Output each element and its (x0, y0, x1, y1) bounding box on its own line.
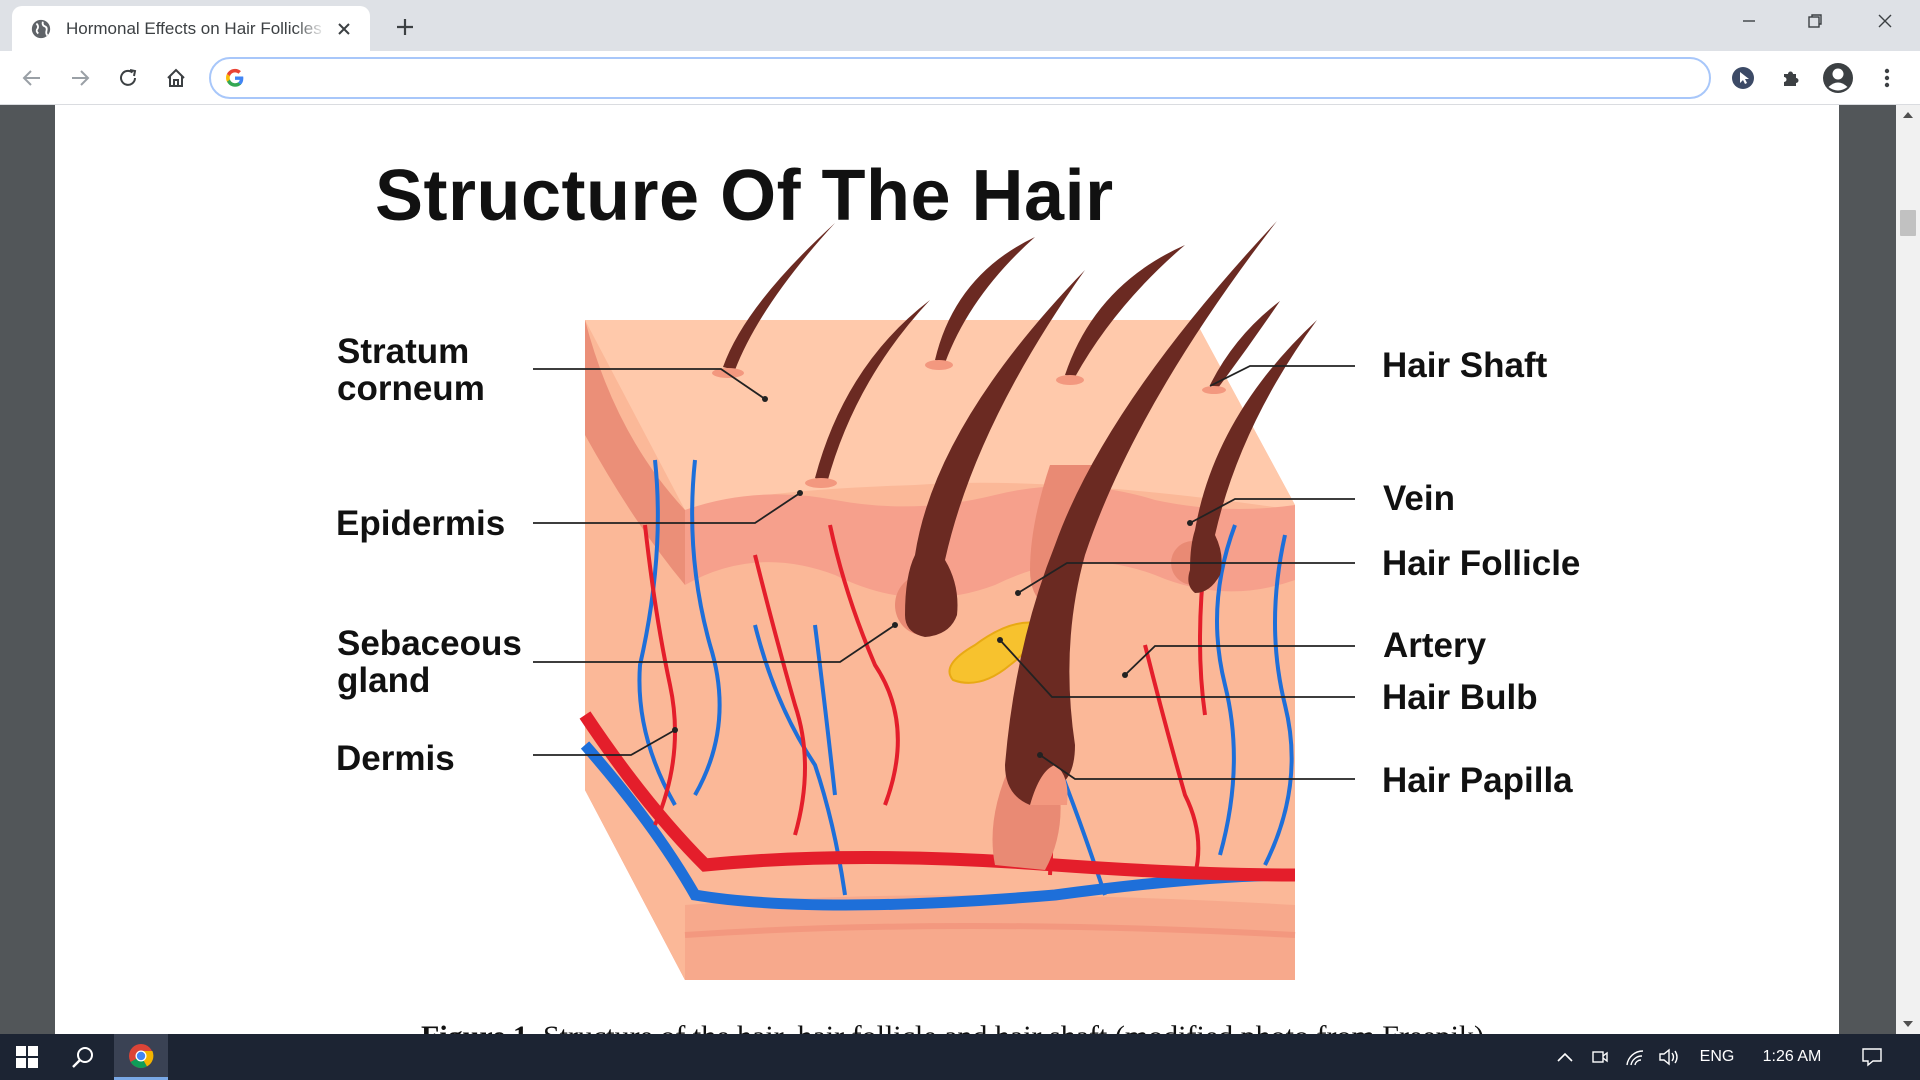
reload-button[interactable] (110, 60, 146, 96)
vertical-scrollbar[interactable] (1896, 105, 1920, 1034)
network-icon[interactable] (1620, 1034, 1650, 1080)
scroll-down-arrow-icon[interactable] (1896, 1014, 1920, 1034)
windows-logo-icon (16, 1046, 38, 1068)
extension-cursor-button[interactable] (1725, 60, 1761, 96)
vein-network (580, 459, 1296, 911)
scroll-up-arrow-icon[interactable] (1896, 105, 1920, 125)
profile-button[interactable] (1820, 60, 1856, 96)
figure-title: Structure Of The Hair (375, 156, 1114, 236)
browser-toolbar (0, 51, 1920, 105)
label-hair-follicle: Hair Follicle (1382, 544, 1581, 583)
address-input[interactable] (255, 59, 1709, 97)
caption-text: Structure of the hair, hair follicle and… (535, 1020, 1484, 1034)
leader-lines (533, 365, 1355, 780)
puzzle-icon (1784, 71, 1799, 86)
arrow-right-icon (72, 70, 90, 86)
meet-now-icon[interactable] (1586, 1034, 1614, 1080)
notification-icon (1862, 1048, 1882, 1067)
menu-button[interactable] (1869, 60, 1905, 96)
globe-icon (31, 19, 51, 38)
search-button[interactable] (58, 1034, 108, 1080)
hair-structure-diagram (533, 221, 1355, 980)
forward-button[interactable] (62, 60, 98, 96)
volume-icon[interactable] (1654, 1034, 1684, 1080)
chrome-icon (129, 1043, 154, 1068)
search-icon (72, 1047, 93, 1068)
epidermis-layer (685, 486, 1295, 598)
hair-shafts (723, 221, 1317, 805)
tab-close-icon[interactable] (332, 17, 356, 41)
extensions-button[interactable] (1773, 60, 1809, 96)
label-hair-papilla: Hair Papilla (1382, 761, 1573, 800)
kebab-menu-icon (1884, 68, 1890, 88)
windows-taskbar: ENG 1:26 AM (0, 1034, 1920, 1080)
language-indicator[interactable]: ENG (1699, 1048, 1735, 1065)
back-button[interactable] (14, 60, 50, 96)
clock[interactable]: 1:26 AM (1762, 1048, 1822, 1065)
sebaceous-gland-shape (948, 621, 1047, 684)
browser-tab[interactable]: Hormonal Effects on Hair Follicles (12, 6, 370, 51)
tray-chevron-icon[interactable] (1550, 1034, 1580, 1080)
tab-strip: Hormonal Effects on Hair Follicles (0, 0, 1920, 51)
figure-caption: Figure 1. Structure of the hair, hair fo… (421, 1020, 1484, 1034)
label-artery: Artery (1383, 626, 1487, 665)
label-dermis: Dermis (336, 739, 455, 778)
document-viewer: Structure Of The Hair (0, 105, 1920, 1034)
arrow-left-icon (22, 70, 40, 86)
artery-network (579, 524, 1296, 882)
subcutaneous-layer (685, 895, 1295, 980)
taskbar-chrome[interactable] (114, 1034, 168, 1080)
new-tab-button[interactable] (390, 12, 420, 42)
home-button[interactable] (158, 60, 194, 96)
minimize-button[interactable] (1716, 0, 1782, 42)
hair-papilla-shape (1030, 765, 1068, 805)
notifications-button[interactable] (1852, 1034, 1892, 1080)
label-vein: Vein (1383, 479, 1455, 518)
start-button[interactable] (0, 1034, 54, 1080)
home-icon (167, 68, 185, 87)
follicle-openings (712, 360, 1226, 488)
reload-icon (120, 69, 137, 86)
leader-dots (672, 396, 1193, 758)
restore-button[interactable] (1782, 0, 1848, 42)
label-hair-shaft: Hair Shaft (1382, 346, 1548, 385)
address-bar[interactable] (209, 57, 1711, 99)
label-sebaceous-gland: Sebaceous gland (337, 624, 522, 700)
label-stratum-corneum: Stratum corneum (337, 332, 485, 408)
tab-title: Hormonal Effects on Hair Follicles (66, 18, 322, 38)
close-window-button[interactable] (1852, 0, 1918, 42)
scrollbar-thumb[interactable] (1900, 210, 1916, 236)
google-icon (226, 68, 244, 87)
caption-label: Figure 1. (421, 1020, 535, 1034)
label-epidermis: Epidermis (336, 504, 506, 543)
account-icon (1823, 63, 1853, 93)
document-page: Structure Of The Hair (55, 105, 1839, 1034)
cursor-extension-icon (1732, 67, 1754, 89)
label-hair-bulb: Hair Bulb (1382, 678, 1538, 717)
